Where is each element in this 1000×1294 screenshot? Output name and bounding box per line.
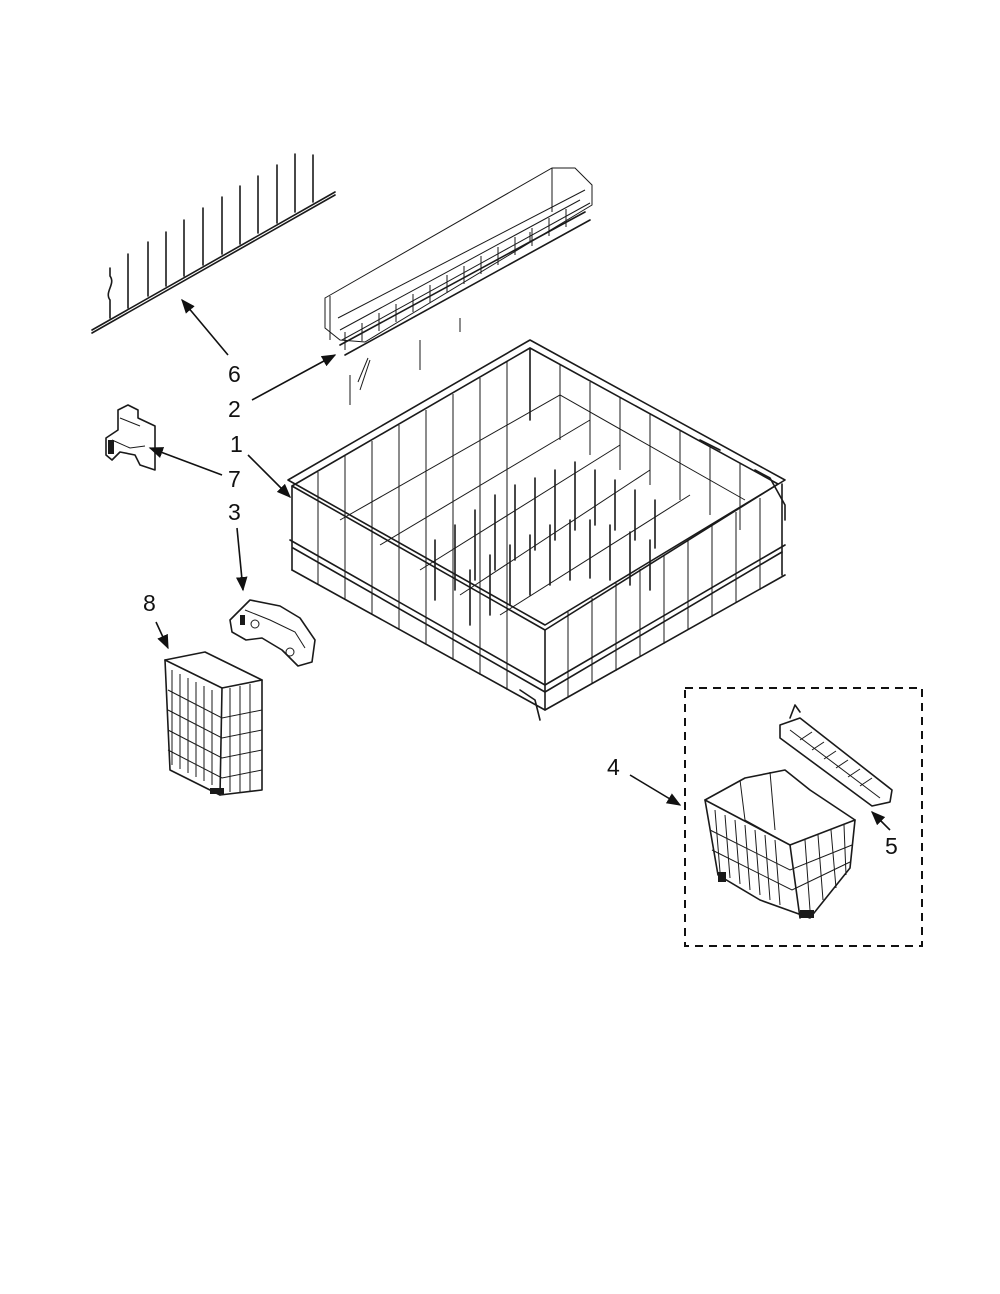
part-8-small-basket xyxy=(164,651,263,796)
callout-3: 3 xyxy=(228,499,241,525)
leader-3 xyxy=(236,527,248,592)
callout-2: 2 xyxy=(228,396,241,422)
leader-5 xyxy=(870,810,891,831)
part-4-silverware-basket xyxy=(704,769,856,919)
part-5-basket-lid xyxy=(779,704,893,807)
callout-1: 1 xyxy=(230,431,243,457)
callout-5: 5 xyxy=(885,833,898,859)
part-1-lower-rack xyxy=(287,339,786,721)
callout-7: 7 xyxy=(228,466,241,492)
part-6-tine-row xyxy=(91,153,336,334)
leader-8 xyxy=(155,621,169,650)
part-3-bracket xyxy=(229,599,316,667)
leader-4 xyxy=(629,774,682,806)
part-2-cup-shelf xyxy=(324,167,593,405)
callout-4: 4 xyxy=(607,754,620,780)
leader-6 xyxy=(181,298,229,356)
leader-1 xyxy=(247,454,292,499)
callout-6: 6 xyxy=(228,361,241,387)
kit-group-box xyxy=(684,687,923,947)
leader-7 xyxy=(148,447,223,476)
leader-lines xyxy=(148,298,891,831)
part-7-clip xyxy=(105,404,156,471)
leader-2 xyxy=(251,354,337,401)
callout-8: 8 xyxy=(143,590,156,616)
